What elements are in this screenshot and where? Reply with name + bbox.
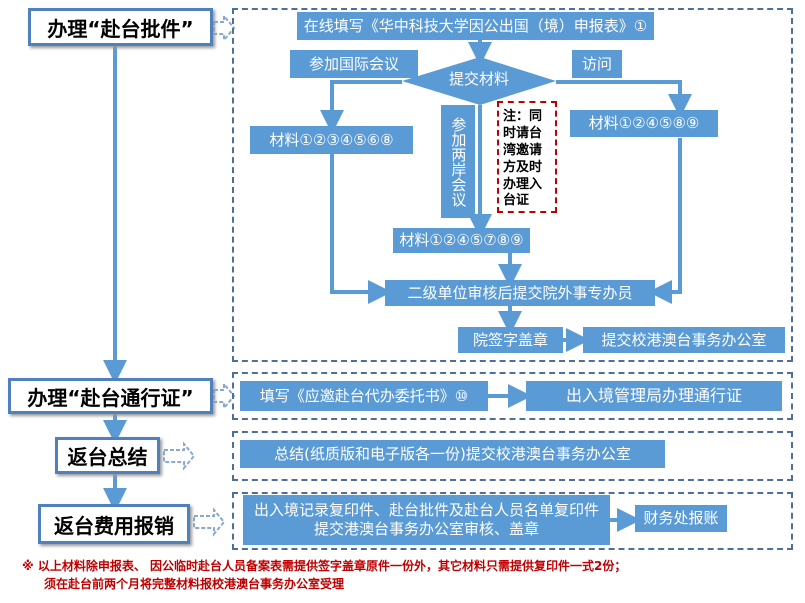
footnote-line2: 须在赴台前两个月将完整材料报校港澳台事务办公室受理 — [44, 577, 345, 591]
reimburse-container — [232, 492, 793, 550]
step-summary: 返台总结 — [55, 437, 160, 474]
step-approval: 办理“赴台批件” — [28, 8, 213, 46]
finance-box: 财务处报账 — [635, 505, 727, 532]
submit-materials-decision: 提交材料 — [448, 70, 509, 88]
submit-office-box: 提交校港澳台事务办公室 — [583, 327, 785, 353]
permit-container — [232, 372, 793, 420]
step-reimburse: 返台费用报销 — [38, 504, 190, 544]
note-entry-permit: 注：同时请台湾邀请方及时办理入台证 — [497, 101, 557, 213]
reimburse-docs-box: 出入境记录复印件、赴台批件及赴台人员名单复印件提交港澳台事务办公室审核、盖章 — [243, 495, 610, 545]
visit-label: 访问 — [572, 50, 622, 78]
intl-conference-label: 参加国际会议 — [290, 50, 418, 78]
decision-diamond — [402, 57, 556, 105]
college-seal-box: 院签字盖章 — [458, 327, 563, 353]
approval-container — [232, 8, 793, 362]
step-permit: 办理“赴台通行证” — [8, 378, 213, 414]
authorization-form-box: 填写《应邀赴台代办委托书》⑩ — [240, 381, 488, 411]
department-review-box: 二级单位审核后提交院外事专办员 — [385, 280, 655, 306]
summary-container — [232, 431, 793, 481]
online-form-box: 在线填写《华中科技大学因公出国（境）申报表》① — [297, 12, 654, 40]
materials-intl-box: 材料①②③④⑤⑥⑧ — [250, 126, 413, 154]
exit-entry-bureau-box: 出入境管理局办理通行证 — [526, 381, 782, 411]
footnote-line1: ※ 以上材料除申报表、 因公临时赴台人员备案表需提供签字盖章原件一份外，其它材料… — [22, 559, 627, 573]
materials-cross-box: 材料①②④⑤⑦⑧⑨ — [393, 228, 530, 253]
cross-strait-label: 参加两岸会议 — [441, 105, 475, 218]
summary-box: 总结(纸质版和电子版各一份)提交校港澳台事务办公室 — [240, 440, 665, 468]
materials-visit-box: 材料①②④⑤⑧⑨ — [570, 110, 718, 137]
